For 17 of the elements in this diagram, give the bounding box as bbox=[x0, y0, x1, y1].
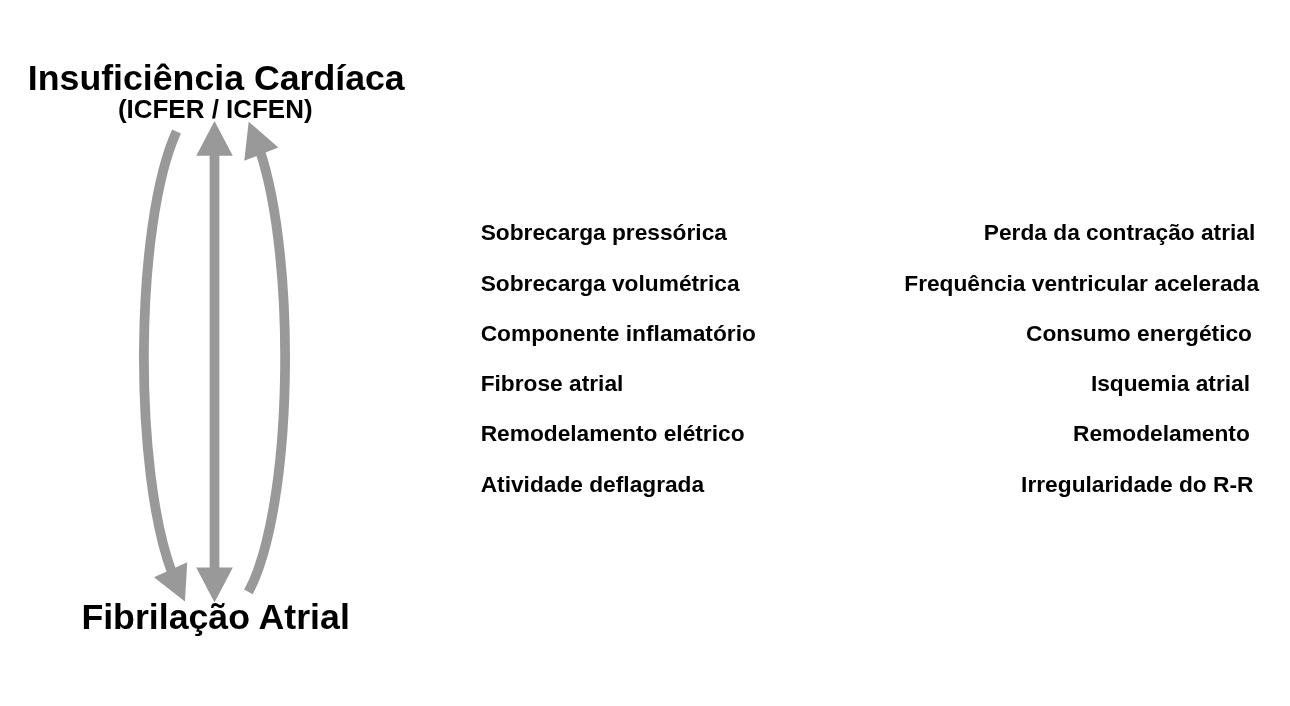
label: Isquemia atrial bbox=[1090, 369, 1251, 396]
arrow bbox=[196, 120, 233, 602]
label: Perda da contração atrial bbox=[983, 218, 1256, 245]
label: Atividade deflagrada bbox=[480, 470, 705, 497]
label: Remodelamento elétrico bbox=[480, 419, 745, 446]
node-text: Fibrilação Atrial bbox=[81, 596, 350, 637]
label: Remodelamento bbox=[1073, 419, 1250, 446]
label: Frequência ventricular acelerada bbox=[904, 269, 1260, 296]
label: Sobrecarga pressórica bbox=[480, 218, 727, 245]
node-text: Insuficiência Cardíaca (ICFER / ICFEN) bbox=[27, 57, 405, 124]
label: Fibrose atrial bbox=[480, 369, 624, 396]
label: Consumo energético bbox=[1026, 319, 1252, 346]
label: Irregularidade do R-R bbox=[1021, 470, 1254, 497]
label: Componente inflamatório bbox=[480, 319, 756, 346]
arrow bbox=[243, 121, 290, 594]
label: Sobrecarga volumétrica bbox=[480, 269, 740, 296]
arrow bbox=[139, 129, 188, 601]
